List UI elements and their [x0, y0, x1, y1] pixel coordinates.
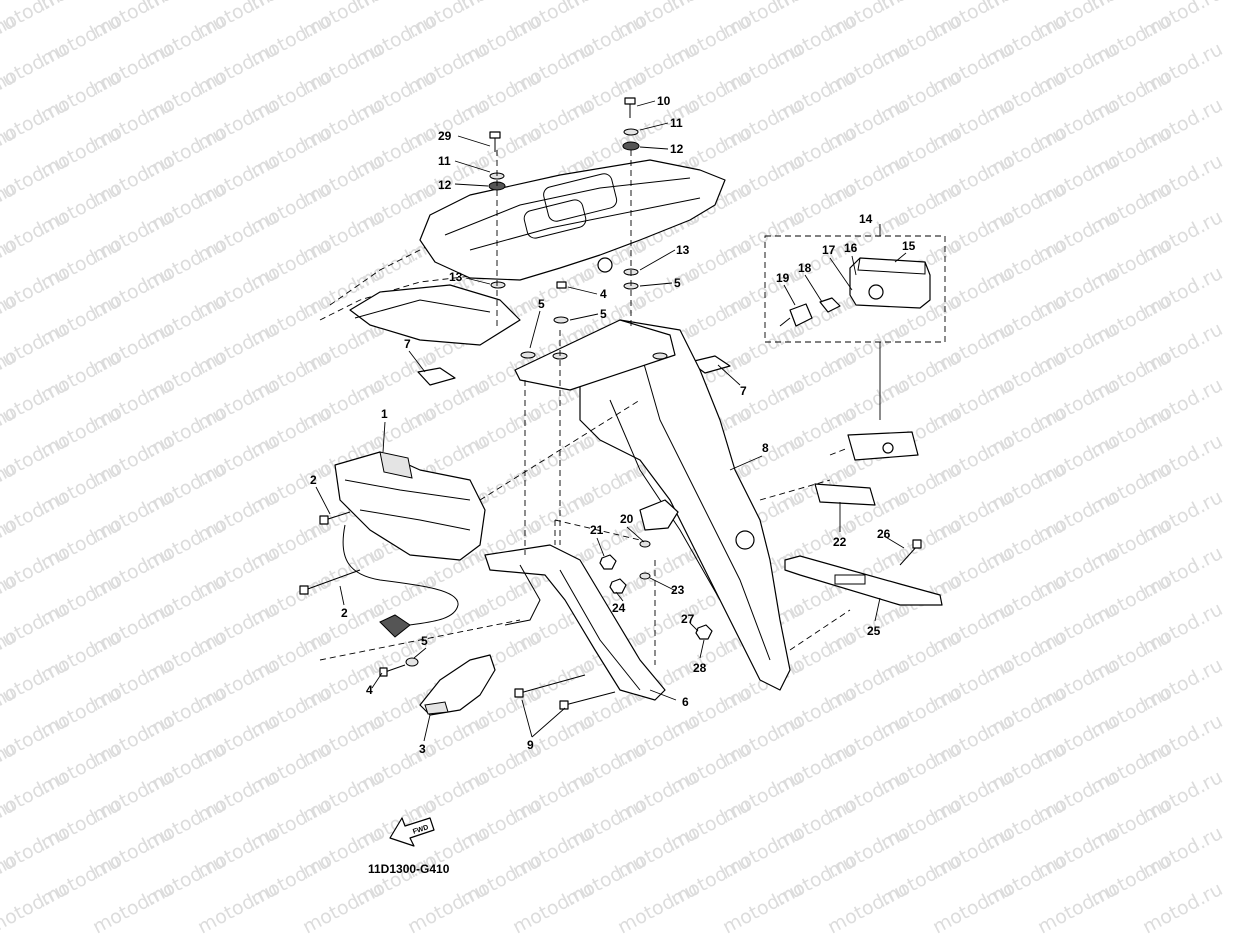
callout-18: 18: [798, 261, 812, 275]
callout-15: 15: [902, 239, 916, 253]
callout-5-right: 5: [674, 276, 681, 290]
callout-12-right: 12: [670, 142, 684, 156]
watermark-text: motod.ru: [404, 878, 491, 934]
callout-13-left: 13: [449, 270, 463, 284]
taillight-connector: [379, 614, 411, 638]
part-15-reflector: [849, 257, 931, 309]
watermark-text: motod.ru: [0, 878, 71, 934]
callout-3: 3: [419, 742, 426, 756]
callout-5-upper: 5: [600, 307, 607, 321]
part-14-group-box: [764, 235, 946, 343]
callout-8: 8: [762, 441, 769, 455]
callout-25: 25: [867, 624, 881, 638]
leader-lines: [315, 100, 907, 742]
callout-20: 20: [620, 512, 634, 526]
part-8-rear-fender: [579, 319, 791, 691]
support-plate: [514, 319, 676, 391]
watermark-text: motod.ru: [194, 878, 281, 934]
part-7-pad-left: [417, 367, 456, 386]
callout-4-lower: 4: [366, 683, 373, 697]
callout-10: 10: [657, 94, 671, 108]
diagram-code: 11D1300-G410: [368, 862, 450, 876]
part-6-bracket: [484, 544, 666, 701]
callout-16: 16: [844, 241, 858, 255]
callout-13-right: 13: [676, 243, 690, 257]
watermark-text: motod.ru: [1034, 878, 1121, 934]
watermark-text: motod.ru: [719, 878, 806, 934]
callout-5-lower: 5: [421, 634, 428, 648]
callout-5-upper-left: 5: [538, 297, 545, 311]
watermark-text: motod.ru: [89, 878, 176, 934]
callout-17: 17: [822, 243, 836, 257]
callout-7-right: 7: [740, 384, 747, 398]
watermark-text: motod.ru: [1139, 878, 1226, 934]
part-25-license-bracket: [784, 555, 943, 606]
part-22-pad: [814, 483, 876, 506]
callout-22: 22: [833, 535, 847, 549]
callout-27: 27: [681, 612, 695, 626]
callout-4-upper: 4: [600, 287, 607, 301]
callout-9: 9: [527, 738, 534, 752]
callout-11-left: 11: [438, 154, 451, 168]
part-18-bulb: [819, 297, 841, 313]
fwd-label: FWD: [412, 824, 429, 836]
callout-11-right: 11: [670, 116, 683, 130]
part-3-cover: [419, 654, 496, 716]
taillight-wire: [342, 524, 459, 626]
callout-1: 1: [381, 407, 388, 421]
watermark-text: motod.ru: [299, 878, 386, 934]
callout-7-left: 7: [404, 337, 411, 351]
callout-26: 26: [877, 527, 891, 541]
part-1-taillight: [334, 451, 486, 561]
callout-14: 14: [859, 212, 873, 226]
callout-28: 28: [693, 661, 707, 675]
watermark-text: motod.ru: [614, 878, 701, 934]
callout-29: 29: [438, 129, 452, 143]
callout-6: 6: [682, 695, 689, 709]
callout-23: 23: [671, 583, 685, 597]
callout-24: 24: [612, 601, 626, 615]
callout-labels: 29 11 12 10 11 12 13 13 5 4 5 5 7 7 8 1 …: [310, 94, 916, 756]
watermark-text: motod.ru: [824, 878, 911, 934]
assembly-lines: [319, 150, 851, 665]
rear-reflector-lower: [829, 431, 919, 461]
callout-2-upper: 2: [310, 473, 317, 487]
callout-19: 19: [776, 271, 790, 285]
watermark-text: motod.ru: [929, 878, 1016, 934]
callout-2-lower: 2: [341, 606, 348, 620]
callout-12-left: 12: [438, 178, 452, 192]
part-19-socket: [779, 303, 813, 327]
watermark-text: motod.ru: [509, 878, 596, 934]
forward-arrow-icon: FWD: [389, 817, 435, 847]
callout-21: 21: [590, 523, 604, 537]
